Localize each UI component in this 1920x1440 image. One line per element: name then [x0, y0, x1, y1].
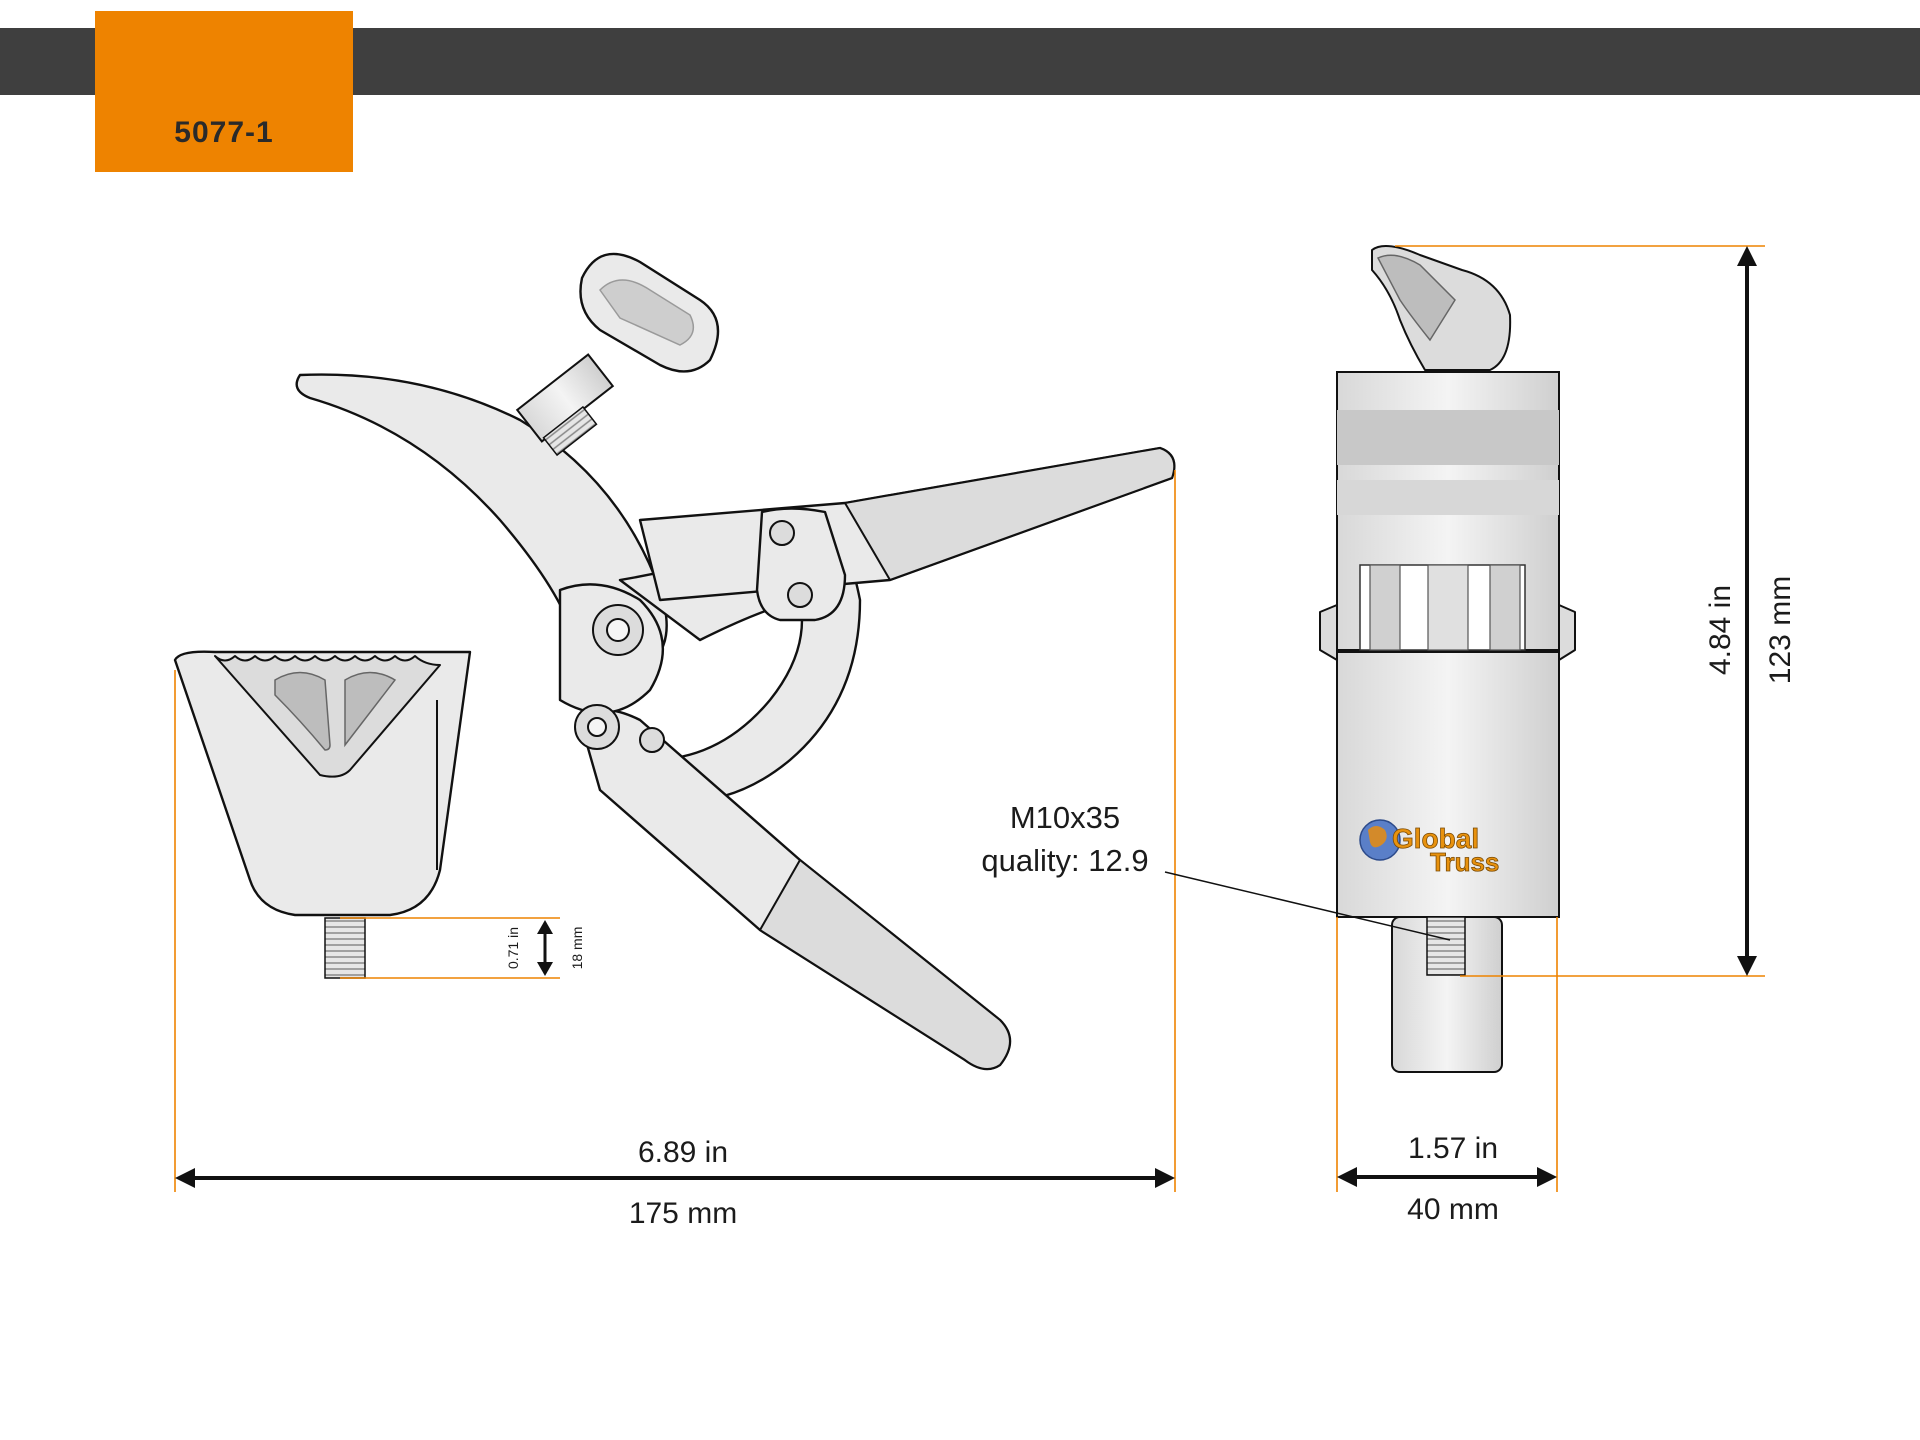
dimension-height: 4.84 in 123 mm	[1395, 245, 1797, 977]
clamp-front-view: Global Truss	[1319, 245, 1576, 1073]
bolt-callout: M10x35 quality: 12.9	[981, 800, 1451, 941]
bolt-in-label: 0.71 in	[505, 927, 521, 969]
callout-line1: M10x35	[1010, 800, 1120, 835]
width-mm-label: 175 mm	[629, 1197, 737, 1230]
height-in-label: 4.84 in	[1704, 585, 1737, 675]
dimension-width: 6.89 in 175 mm	[174, 470, 1176, 1230]
depth-in-label: 1.57 in	[1408, 1132, 1498, 1165]
logo-text-truss: Truss	[1430, 847, 1499, 877]
global-truss-logo: Global Truss	[1359, 819, 1500, 877]
part-number: 5077-1	[174, 116, 274, 149]
dimension-bolt: 0.71 in 18 mm	[340, 917, 585, 979]
width-in-label: 6.89 in	[638, 1136, 728, 1169]
dimension-depth: 1.57 in 40 mm	[1336, 917, 1558, 1226]
bolt-mm-label: 18 mm	[569, 927, 585, 970]
part-number-tag	[95, 11, 353, 172]
bottom-bolt	[324, 917, 366, 979]
callout-line2: quality: 12.9	[981, 843, 1148, 878]
height-mm-label: 123 mm	[1764, 576, 1797, 684]
clamp-side-view	[173, 252, 1176, 1071]
logo-text-global: Global	[1392, 823, 1479, 854]
depth-mm-label: 40 mm	[1407, 1193, 1499, 1226]
